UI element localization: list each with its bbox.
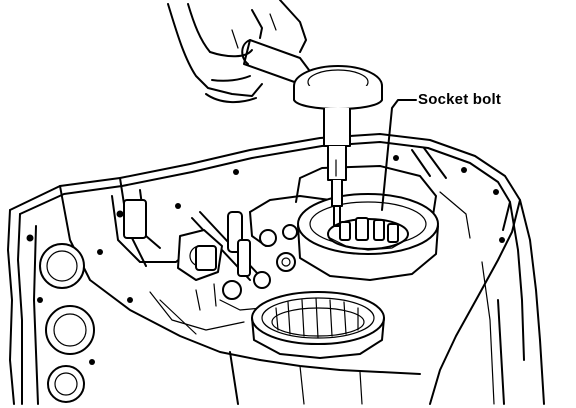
callout-leader-line [381,99,417,211]
case-side-bosses [26,155,505,403]
technician-hand [167,0,307,104]
bore-housing [295,147,471,281]
roller-bearing [251,291,385,359]
socket-wrench [241,39,383,227]
socket-bolt-cluster [329,217,407,251]
transmission-case [7,133,545,405]
socket-bolt-label: Socket bolt [418,91,502,108]
